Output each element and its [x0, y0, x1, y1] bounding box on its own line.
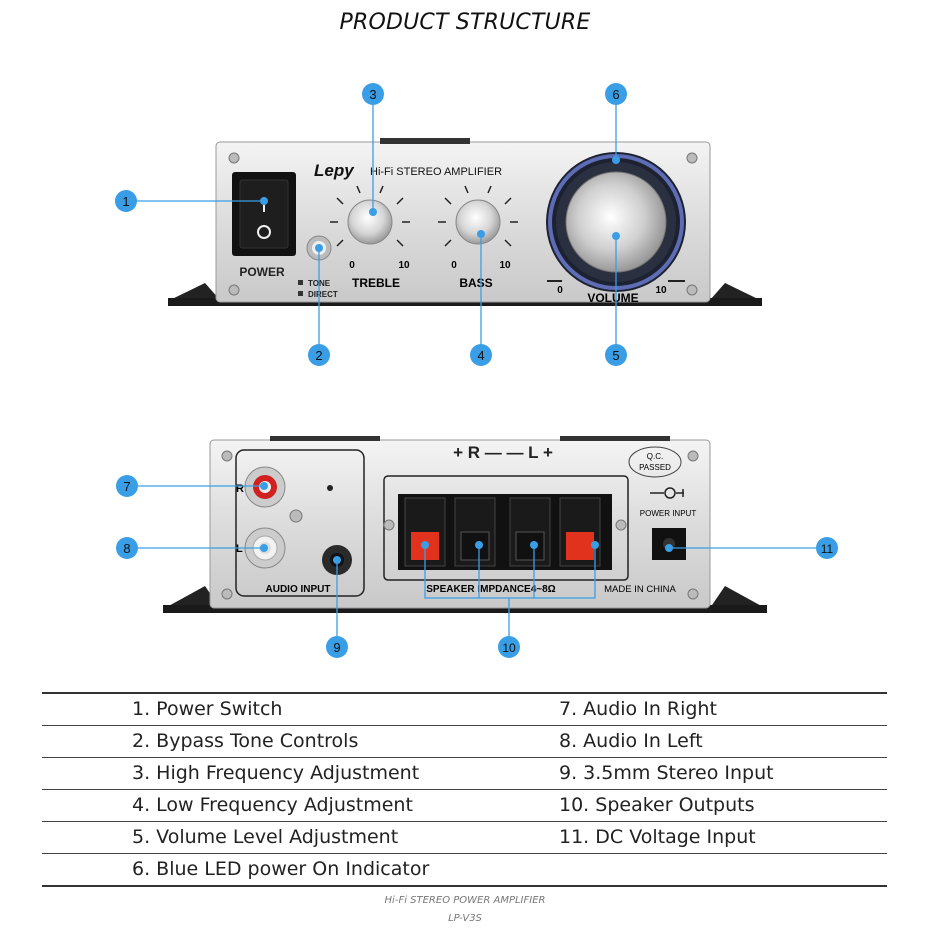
legend-item: 4. Low Frequency Adjustment — [132, 794, 413, 816]
callout-lines — [136, 104, 816, 636]
rca-l-label: L — [236, 543, 243, 555]
made-in-label: MADE IN CHINA — [604, 584, 676, 595]
power-label: POWER — [239, 265, 285, 279]
callout-1: 1 — [115, 190, 137, 212]
page-title: PRODUCT STRUCTURE — [339, 10, 591, 35]
volume-max: 10 — [655, 285, 667, 296]
legend-row: 1. Power Switch 7. Audio In Right — [42, 692, 887, 725]
legend-item: 5. Volume Level Adjustment — [132, 826, 399, 848]
legend-item: 2. Bypass Tone Controls — [132, 730, 359, 752]
legend-item: 11. DC Voltage Input — [559, 826, 756, 848]
qc-label: Q.C. — [647, 452, 663, 461]
legend-item: 8. Audio In Left — [559, 730, 703, 752]
callout-dots — [260, 156, 673, 564]
model-text: Hi-Fi STEREO AMPLIFIER — [370, 166, 502, 178]
audio-input-label: AUDIO INPUT — [266, 584, 331, 595]
svg-text:9: 9 — [333, 640, 340, 655]
callout-4: 4 — [470, 344, 492, 366]
legend-row: 6. Blue LED power On Indicator — [42, 853, 887, 887]
bass-label: BASS — [459, 276, 492, 290]
svg-text:6: 6 — [612, 87, 619, 102]
legend-item: 3. High Frequency Adjustment — [132, 762, 420, 784]
speaker-terminals[interactable] — [404, 497, 601, 567]
legend-row: 5. Volume Level Adjustment 11. DC Voltag… — [42, 821, 887, 853]
svg-text:5: 5 — [612, 348, 619, 363]
power-input-label: POWER INPUT — [640, 509, 697, 518]
legend-item: 1. Power Switch — [132, 698, 283, 720]
callout-2: 2 — [308, 344, 330, 366]
legend-item: 10. Speaker Outputs — [559, 794, 755, 816]
svg-text:7: 7 — [123, 479, 130, 494]
legend-row: 2. Bypass Tone Controls 8. Audio In Left — [42, 725, 887, 757]
svg-text:11: 11 — [821, 542, 834, 556]
treble-min: 0 — [349, 260, 355, 271]
bass-knob[interactable] — [438, 185, 518, 247]
brand-logo: Lepy — [314, 161, 355, 180]
direct-label: DIRECT — [308, 290, 338, 299]
rca-r-label: R — [236, 483, 244, 495]
svg-text:2: 2 — [315, 348, 322, 363]
bass-max: 10 — [499, 260, 511, 271]
legend-item: 6. Blue LED power On Indicator — [132, 858, 430, 880]
callout-3: 3 — [362, 83, 384, 105]
svg-text:1: 1 — [122, 194, 129, 209]
callout-10: 10 — [498, 636, 520, 658]
front-panel: POWER TONE DIRECT Lepy Hi-Fi STEREO AMPL… — [168, 138, 762, 306]
callout-11: 11 — [816, 537, 838, 559]
legend-item: 7. Audio In Right — [559, 698, 717, 720]
qc-passed-label: PASSED — [639, 463, 671, 472]
footer-product-line: Hi-Fi STEREO POWER AMPLIFIER — [384, 895, 546, 906]
legend-row: 3. High Frequency Adjustment 9. 3.5mm St… — [42, 757, 887, 789]
back-panel: R L AUDIO INPUT + R — — L + — [163, 436, 767, 613]
svg-text:10: 10 — [502, 641, 516, 655]
bass-min: 0 — [451, 260, 457, 271]
callout-6: 6 — [605, 83, 627, 105]
volume-label: VOLUME — [587, 291, 638, 305]
footer-model: LP-V3S — [448, 913, 482, 924]
legend-table: 1. Power Switch 7. Audio In Right 2. Byp… — [42, 692, 887, 887]
callout-5: 5 — [605, 344, 627, 366]
speaker-impedance-label: SPEAKER IMPDANCE4~8Ω — [426, 584, 555, 595]
treble-label: TREBLE — [352, 276, 400, 290]
amplifier-diagram: POWER TONE DIRECT Lepy Hi-Fi STEREO AMPL… — [115, 83, 838, 658]
speaker-polarity: + R — — L + — [453, 443, 553, 462]
treble-max: 10 — [398, 260, 410, 271]
callout-8: 8 — [116, 537, 138, 559]
legend-row: 4. Low Frequency Adjustment 10. Speaker … — [42, 789, 887, 821]
callout-9: 9 — [326, 636, 348, 658]
volume-knob[interactable] — [546, 152, 686, 292]
svg-text:8: 8 — [123, 541, 130, 556]
legend-item: 9. 3.5mm Stereo Input — [559, 762, 774, 784]
volume-min: 0 — [557, 285, 563, 296]
callout-7: 7 — [116, 475, 138, 497]
dc-polarity-icon — [650, 487, 684, 499]
svg-text:3: 3 — [369, 87, 376, 102]
svg-text:4: 4 — [477, 348, 484, 363]
treble-knob[interactable] — [330, 185, 410, 247]
